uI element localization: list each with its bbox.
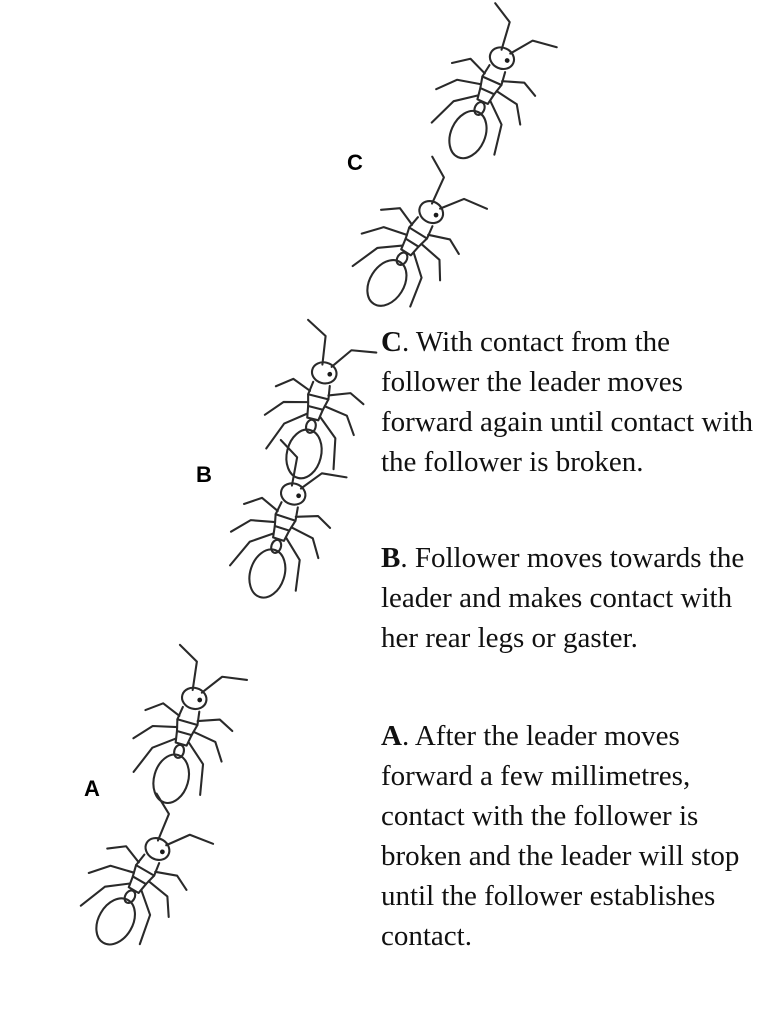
ant-b-leader [250, 314, 382, 491]
caption-a-key: A [381, 720, 402, 752]
caption-a-text: . After the leader moves forward a few m… [381, 720, 740, 952]
caption-b: B. Follower moves towards the leader and… [381, 538, 761, 658]
caption-b-text: . Follower moves towards the leader and … [381, 542, 745, 654]
caption-b-key: B [381, 542, 401, 574]
caption-a: A. After the leader moves forward a few … [381, 716, 761, 956]
stage-c-label: C [347, 150, 363, 175]
caption-c: C. With contact from the follower the le… [381, 322, 761, 482]
ant-c-leader [413, 0, 564, 177]
caption-c-text: . With contact from the follower the lea… [381, 326, 754, 478]
ant-b-follower [213, 433, 353, 613]
stage-b-label: B [196, 462, 212, 487]
stage-a-label: A [84, 776, 100, 801]
ant-a-follower [61, 783, 222, 967]
caption-c-key: C [381, 326, 402, 358]
ant-a-leader [117, 638, 253, 817]
